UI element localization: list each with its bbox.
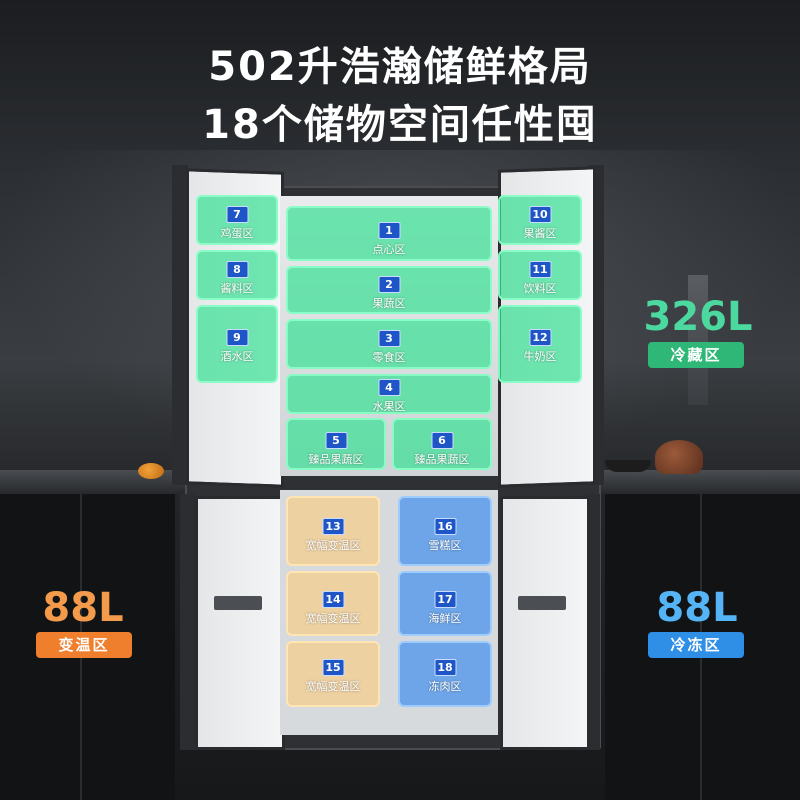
zone-8: 8 酱料区	[196, 250, 278, 300]
zone-17: 17 海鲜区	[398, 571, 492, 636]
orange-fruit	[138, 463, 164, 479]
zone-label: 宽幅变温区	[305, 612, 361, 625]
fridge-capacity-label: 冷藏区	[648, 342, 744, 368]
zone-15: 15 宽幅变温区	[286, 641, 380, 707]
zone-13: 13 宽幅变温区	[286, 496, 380, 566]
zone-7: 7 鸡蛋区	[196, 195, 278, 245]
zone-number: 8	[226, 261, 248, 278]
zone-11: 11 饮料区	[498, 250, 582, 300]
zone-number: 7	[226, 206, 248, 223]
wall-decoration	[688, 275, 708, 405]
lychee-basket	[655, 440, 703, 474]
door-edge	[172, 165, 188, 485]
zone-label: 酒水区	[220, 350, 254, 363]
zone-label: 果酱区	[523, 227, 557, 240]
convertible-capacity: 88L	[42, 585, 124, 631]
zone-6: 6 臻品果蔬区	[392, 418, 492, 470]
lower-left-door	[195, 496, 285, 750]
convertible-capacity-label: 变温区	[36, 632, 132, 658]
zone-number: 6	[431, 432, 453, 449]
zone-number: 10	[529, 206, 551, 223]
lower-right-door	[500, 496, 590, 750]
zone-number: 3	[378, 330, 400, 347]
zone-label: 冻肉区	[428, 680, 462, 693]
zone-label: 酱料区	[220, 282, 254, 295]
zone-number: 13	[322, 518, 344, 535]
zone-number: 18	[434, 659, 456, 676]
zone-label: 饮料区	[523, 282, 557, 295]
zone-14: 14 宽幅变温区	[286, 571, 380, 636]
zone-number: 17	[434, 591, 456, 608]
zone-9: 9 酒水区	[196, 305, 278, 383]
zone-18: 18 冻肉区	[398, 641, 492, 707]
zone-10: 10 果酱区	[498, 195, 582, 245]
freezer-capacity-label: 冷冻区	[648, 632, 744, 658]
fridge-capacity: 326L	[643, 294, 753, 340]
zone-label: 臻品果蔬区	[308, 453, 364, 466]
headline-line-1: 502升浩瀚储鲜格局	[208, 44, 592, 90]
zone-12: 12 牛奶区	[498, 305, 582, 383]
zone-number: 4	[378, 379, 400, 396]
zone-label: 宽幅变温区	[305, 680, 361, 693]
zone-label: 宽幅变温区	[305, 539, 361, 552]
zone-number: 15	[322, 659, 344, 676]
zone-label: 臻品果蔬区	[414, 453, 470, 466]
zone-label: 海鲜区	[428, 612, 462, 625]
zone-number: 16	[434, 518, 456, 535]
zone-2: 2 果蔬区	[286, 266, 492, 314]
zone-3: 3 零食区	[286, 319, 492, 369]
zone-label: 牛奶区	[523, 350, 557, 363]
zone-label: 点心区	[372, 243, 406, 256]
zone-number: 14	[322, 591, 344, 608]
zone-number: 2	[378, 276, 400, 293]
zone-label: 鸡蛋区	[220, 227, 254, 240]
zone-label: 零食区	[372, 351, 406, 364]
headline-line-2: 18个储物空间任性囤	[202, 102, 598, 148]
bowl	[605, 460, 651, 472]
zone-16: 16 雪糕区	[398, 496, 492, 566]
zone-4: 4 水果区	[286, 374, 492, 414]
zone-number: 5	[325, 432, 347, 449]
door-edge	[180, 494, 196, 750]
zone-5: 5 臻品果蔬区	[286, 418, 386, 470]
zone-label: 果蔬区	[372, 297, 406, 310]
zone-number: 12	[529, 329, 551, 346]
door-display	[518, 596, 566, 610]
zone-number: 9	[226, 329, 248, 346]
door-display	[214, 596, 262, 610]
zone-label: 水果区	[372, 400, 406, 413]
freezer-capacity: 88L	[656, 585, 738, 631]
zone-number: 11	[529, 261, 551, 278]
zone-number: 1	[378, 222, 400, 239]
zone-1: 1 点心区	[286, 206, 492, 261]
zone-label: 雪糕区	[428, 539, 462, 552]
